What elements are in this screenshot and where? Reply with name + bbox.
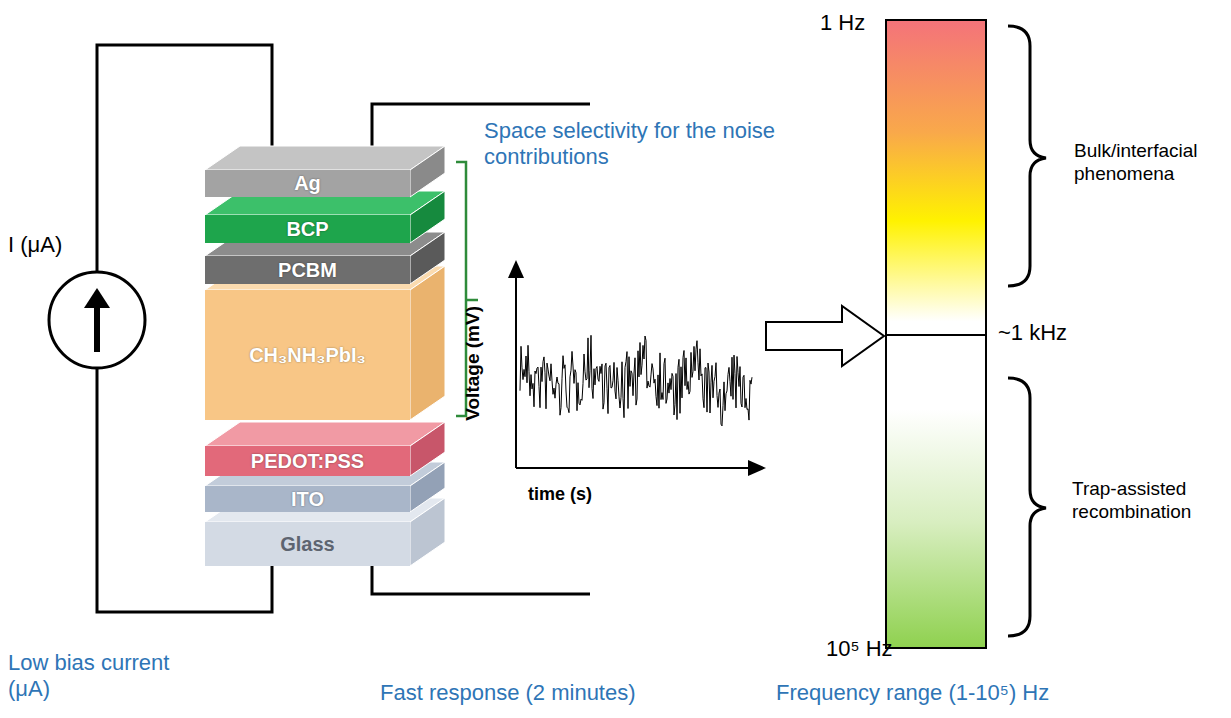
layer-slab: ITO <box>205 486 410 512</box>
layer-slab: CH₃NH₃PbI₃ <box>205 290 410 420</box>
label-text: time (s) <box>528 484 648 506</box>
block-arrow <box>766 306 884 366</box>
layer-slab: Ag <box>205 170 410 197</box>
layer-face <box>410 266 445 420</box>
noise-trace <box>520 335 752 426</box>
plot-axes <box>516 262 764 468</box>
layer-slab: PCBM <box>205 256 410 284</box>
label-text: 10⁵ Hz <box>826 636 896 662</box>
label-text: 1 Hz <box>820 10 882 36</box>
note-text: Frequency range (1-10⁵) Hz <box>776 680 1096 706</box>
label-text: ~1 kHz <box>998 320 1088 346</box>
layer-label: Glass <box>280 533 334 556</box>
layer-label: BCP <box>286 218 328 241</box>
layer-face <box>410 191 445 243</box>
frequency-bar <box>886 20 986 648</box>
current-source-symbol <box>49 272 145 368</box>
divider-line <box>886 334 986 336</box>
layer-label: PCBM <box>278 259 337 282</box>
label-text: I (μA) <box>8 232 88 258</box>
layer-label: Ag <box>294 172 321 195</box>
layer-slab: BCP <box>205 215 410 243</box>
label-text: Bulk/interfacial phenomena <box>1074 140 1224 186</box>
note-text: Space selectivity for the noise contribu… <box>484 118 784 171</box>
layer-face <box>410 146 445 197</box>
layer-label: CH₃NH₃PbI₃ <box>249 344 366 367</box>
layer-slab: PEDOT:PSS <box>205 446 410 476</box>
note-text: Fast response (2 minutes) <box>380 680 680 706</box>
label-text: Voltage (mV) <box>462 288 485 438</box>
label-text: Trap-assisted recombination <box>1072 478 1231 524</box>
note-text: Low bias current (μA) <box>8 650 178 703</box>
layer-label: PEDOT:PSS <box>251 450 364 473</box>
layer-face <box>205 422 445 446</box>
layer-label: ITO <box>291 488 324 511</box>
layer-face <box>205 146 445 170</box>
layer-face <box>410 422 445 476</box>
layer-slab: Glass <box>205 522 410 566</box>
